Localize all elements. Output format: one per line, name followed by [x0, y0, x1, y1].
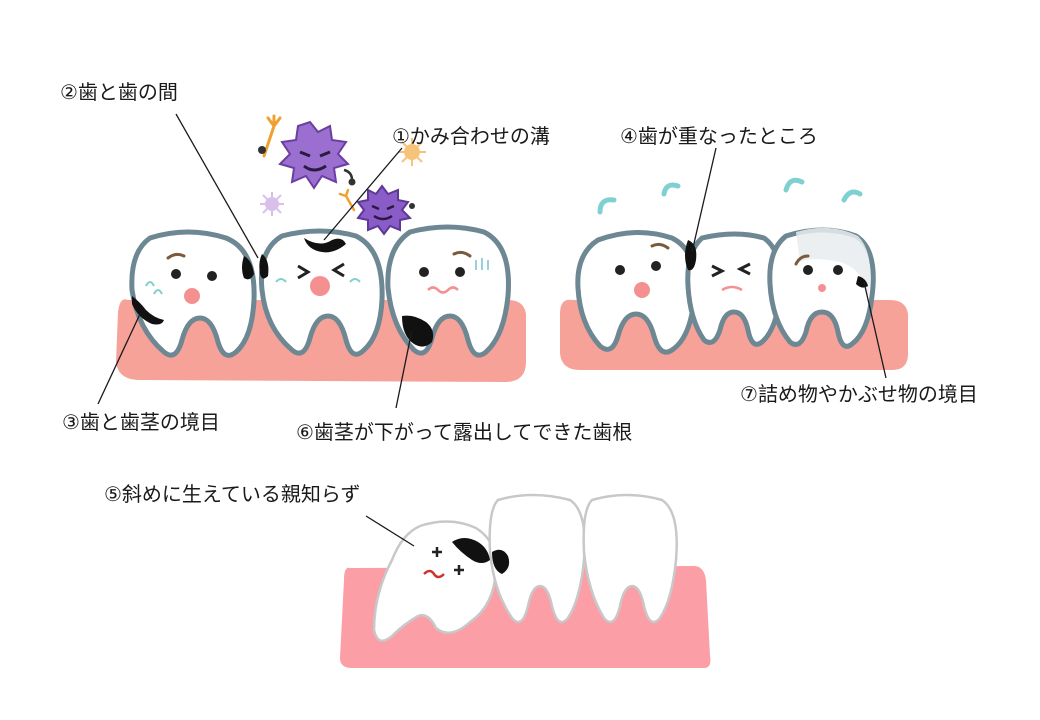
leader-between-teeth: [175, 113, 259, 259]
plaque-gum-border: [132, 296, 164, 325]
tooth-2-face: [275, 262, 361, 296]
wisdom-tooth-face: [423, 547, 464, 579]
tooth-3-face: [419, 250, 489, 294]
leader-lines: [97, 113, 887, 547]
bacteria-large: [258, 114, 356, 190]
leader-root: [395, 329, 413, 409]
plaque-between-teeth: [242, 254, 269, 280]
plaque-groove: [304, 238, 346, 253]
right-teeth-group: [560, 177, 908, 370]
label-filling-border: ⑦詰め物やかぶせ物の境目: [740, 382, 978, 406]
wisdom-tooth-group: [340, 493, 711, 668]
tooth-1-face: [145, 252, 217, 304]
tooth-5-face: [711, 262, 751, 292]
leader-occlusal-groove: [323, 147, 403, 241]
sweat-drops: [597, 177, 863, 215]
tooth-6-face: [794, 254, 843, 292]
leader-overlapping: [691, 147, 717, 253]
left-teeth-group: [116, 114, 526, 382]
label-overlapping-teeth: ④歯が重なったところ: [620, 124, 818, 148]
label-wisdom-tooth: ⑤斜めに生えている親知らず: [104, 482, 361, 506]
plaque-wisdom: [452, 538, 510, 574]
germ-lilac: [260, 192, 284, 216]
leader-filling: [863, 281, 887, 379]
tooth-4-face: [615, 242, 670, 298]
leader-wisdom: [365, 515, 415, 547]
label-between-teeth: ②歯と歯の間: [60, 80, 178, 104]
bacteria-small: [338, 184, 415, 236]
germ-orange: [398, 138, 426, 166]
molar-2: [582, 493, 678, 624]
label-occlusal-groove: ①かみ合わせの溝: [392, 124, 550, 148]
molar-1: [488, 493, 586, 624]
label-exposed-root: ⑥歯茎が下がって露出してできた歯根: [296, 420, 633, 444]
leader-gum-border: [97, 313, 141, 405]
label-gum-border: ③歯と歯茎の境目: [62, 410, 220, 434]
crown-cap: [796, 227, 871, 300]
